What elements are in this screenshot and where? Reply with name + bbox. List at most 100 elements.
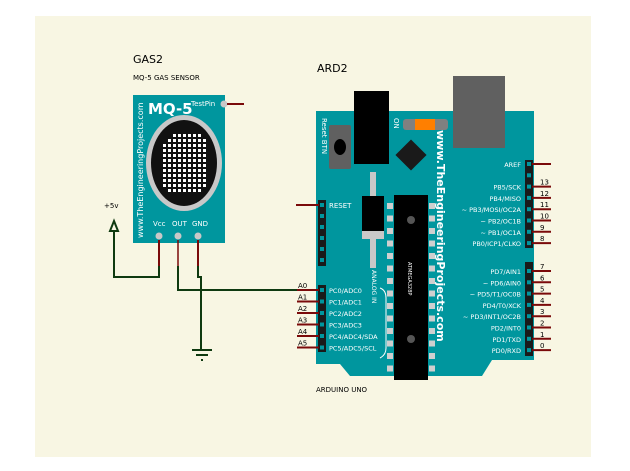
diode-lead-top: [370, 172, 376, 197]
digital-pin-socket[interactable]: [527, 291, 531, 296]
mesh-cell: [188, 189, 191, 192]
header-socket[interactable]: [320, 225, 324, 229]
mesh-cell: [188, 164, 191, 167]
header-socket[interactable]: [320, 214, 324, 218]
chip-pin: [387, 303, 393, 309]
mesh-cell: [163, 174, 166, 177]
mesh-cell: [168, 184, 171, 187]
analog-net-label: A2: [298, 305, 307, 313]
digital-pin-socket[interactable]: [527, 280, 531, 285]
mesh-cell: [183, 169, 186, 172]
mesh-cell: [193, 144, 196, 147]
mesh-cell: [183, 159, 186, 162]
digital-pin-socket[interactable]: [527, 336, 531, 341]
mesh-cell: [183, 144, 186, 147]
mesh-cell: [198, 164, 201, 167]
digital-pin-number: 13: [540, 179, 549, 187]
analog-pin-socket[interactable]: [320, 322, 324, 327]
mesh-cell: [183, 189, 186, 192]
mesh-cell: [173, 174, 176, 177]
analog-pin-socket[interactable]: [320, 334, 324, 338]
mesh-cell: [188, 174, 191, 177]
mesh-cell: [183, 164, 186, 167]
mesh-cell: [168, 174, 171, 177]
arduino-uno[interactable]: ARD2 Reset BTN ON www.TheEngineeringProj…: [296, 62, 551, 394]
mesh-cell: [203, 164, 206, 167]
header-socket[interactable]: [320, 247, 324, 251]
mesh-cell: [178, 159, 181, 162]
digital-pin-socket[interactable]: [527, 218, 531, 223]
sensor-pin-vcc[interactable]: [155, 232, 163, 240]
mesh-cell: [193, 174, 196, 177]
header-socket[interactable]: [320, 258, 324, 262]
reset-btn-label: Reset BTN: [320, 118, 328, 154]
analog-pin-socket[interactable]: [320, 288, 324, 292]
digital-pin-socket[interactable]: [527, 207, 531, 212]
mesh-cell: [183, 139, 186, 142]
chip-pin: [387, 340, 393, 347]
digital-pin-socket[interactable]: [527, 162, 531, 166]
digital-pin-socket[interactable]: [527, 348, 531, 353]
mesh-cell: [203, 179, 206, 182]
chip-mark-bottom: [407, 335, 415, 343]
mesh-cell: [163, 149, 166, 152]
chip-pin: [387, 315, 393, 322]
chip-pin: [387, 240, 393, 247]
mesh-cell: [173, 149, 176, 152]
digital-pin-socket[interactable]: [527, 195, 531, 200]
analog-net-label: A5: [298, 340, 307, 348]
mesh-cell: [203, 139, 206, 142]
digital-pin-socket[interactable]: [527, 302, 531, 307]
sensor-pin-label-gnd: GND: [192, 220, 208, 228]
analog-pin-label: PC5/ADC5/SCL: [329, 345, 377, 353]
mesh-cell: [183, 184, 186, 187]
mesh-cell: [168, 189, 171, 192]
digital-pin-socket[interactable]: [527, 325, 531, 330]
mesh-cell: [188, 169, 191, 172]
analog-pin-socket[interactable]: [320, 299, 324, 304]
wires: [113, 231, 325, 349]
mesh-cell: [193, 134, 196, 137]
chip-pin: [429, 340, 435, 347]
gas-sensor[interactable]: GAS2 MQ-5 GAS SENSOR MQ-5 TestPin www.Th…: [133, 53, 244, 266]
analog-pin-socket[interactable]: [320, 311, 324, 315]
arduino-description-label: ARDUINO UNO: [316, 386, 368, 394]
digital-pin-socket[interactable]: [527, 173, 531, 178]
sensor-pin-gnd[interactable]: [194, 232, 202, 240]
digital-pin-number: 11: [540, 201, 549, 209]
digital-pin-socket[interactable]: [527, 229, 531, 234]
mesh-cell: [203, 154, 206, 157]
mesh-cell: [173, 164, 176, 167]
chip-pin: [429, 240, 435, 247]
analog-in-label: ANALOG IN: [370, 270, 377, 303]
digital-pin-socket[interactable]: [527, 314, 531, 319]
digital-pin-number: 0: [540, 342, 544, 350]
analog-net-label: A0: [298, 282, 307, 290]
mesh-cell: [188, 144, 191, 147]
analog-net-label: A1: [298, 294, 307, 302]
analog-pin-socket[interactable]: [320, 345, 324, 350]
digital-pin-label: PB0/ICP1/CLKO: [472, 240, 521, 248]
digital-pin-socket[interactable]: [527, 269, 531, 273]
mesh-cell: [163, 179, 166, 182]
analog-pin-label: PC2/ADC2: [329, 310, 362, 318]
mesh-cell: [188, 179, 191, 182]
power-terminal[interactable]: +5v: [104, 202, 120, 232]
mesh-cell: [193, 159, 196, 162]
mesh-cell: [173, 134, 176, 137]
mesh-cell: [198, 174, 201, 177]
mesh-cell: [178, 184, 181, 187]
sensor-pin-out[interactable]: [174, 232, 182, 240]
mesh-cell: [193, 169, 196, 172]
sensor-pin-label-vcc: Vcc: [153, 220, 166, 228]
digital-pin-label: PD4/T0/XCK: [483, 302, 522, 310]
digital-pin-socket[interactable]: [527, 184, 531, 189]
header-socket[interactable]: [320, 203, 324, 207]
diode-body: [362, 196, 384, 234]
sensor-pin-testpin[interactable]: [220, 100, 228, 108]
digital-pin-number: 12: [540, 190, 549, 198]
header-socket[interactable]: [320, 236, 324, 240]
mesh-cell: [193, 139, 196, 142]
digital-pin-socket[interactable]: [527, 241, 531, 246]
mesh-cell: [168, 164, 171, 167]
